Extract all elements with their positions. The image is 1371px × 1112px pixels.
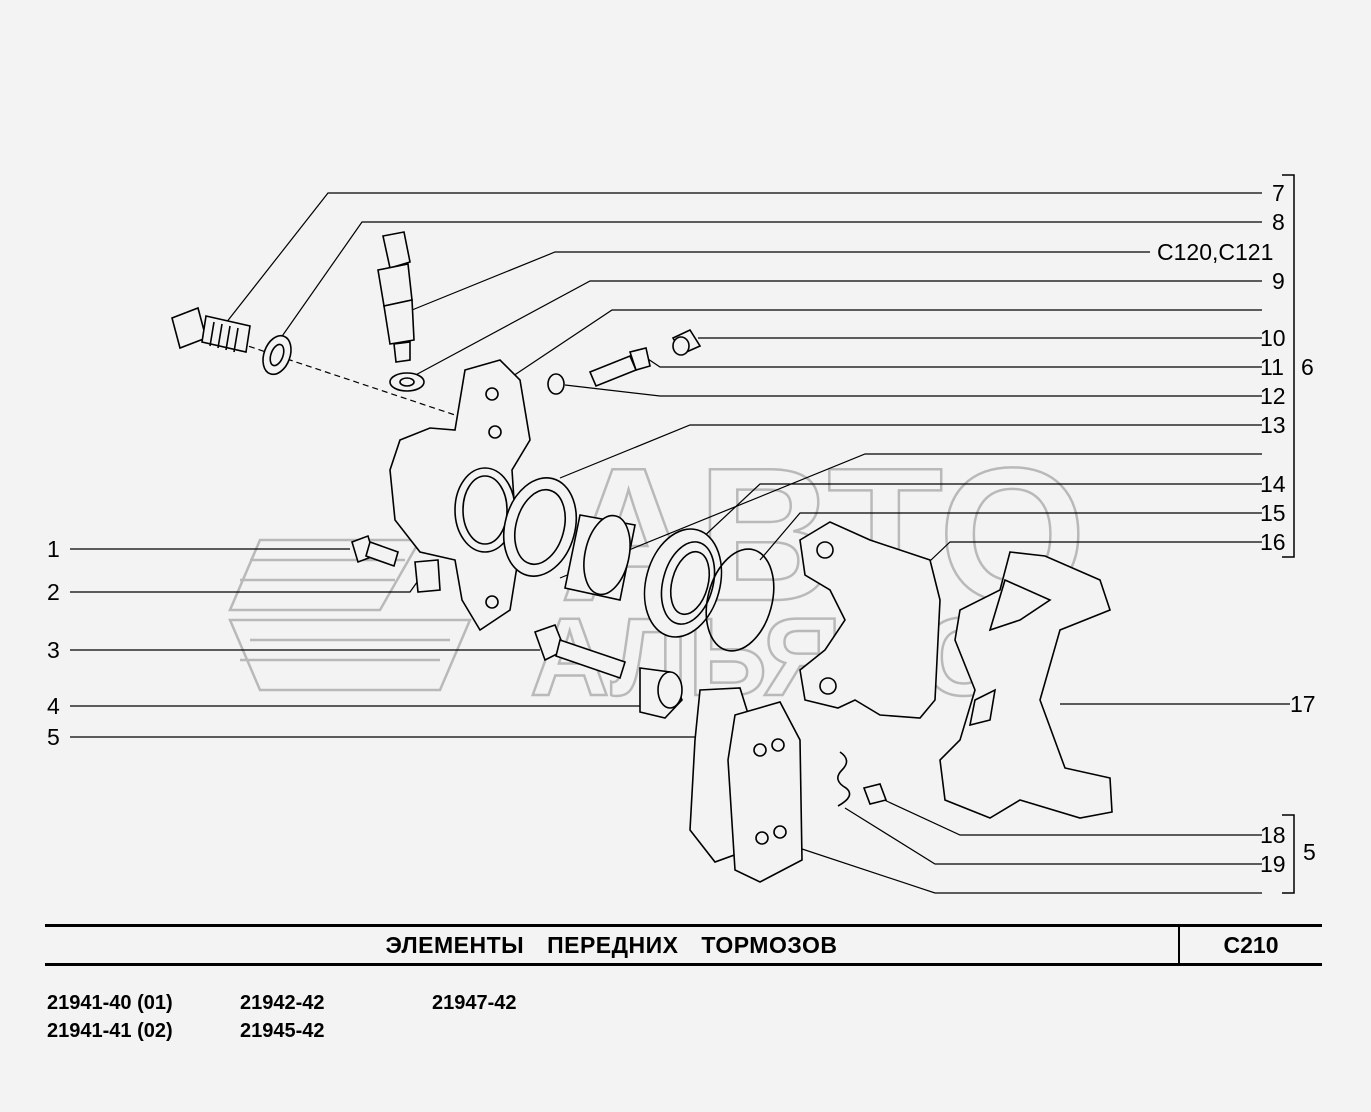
part-14-boot	[643, 528, 723, 638]
part-13-seal	[503, 477, 577, 577]
page-title: ЭЛЕМЕНТЫ ПЕРЕДНИХ ТОРМОЗОВ	[385, 931, 838, 958]
part-10-cap	[671, 328, 702, 356]
leader-15	[759, 512, 1262, 561]
part-12-cap	[547, 373, 565, 395]
callout-5: 5	[47, 724, 60, 750]
callout-14: 14	[1260, 471, 1286, 497]
callout-15: 15	[1260, 500, 1286, 526]
callouts-right: 7 8 C120,C121 9 10 11 12 13 14 15 16 6 1…	[1157, 180, 1316, 877]
part-6-caliper-body	[389, 359, 531, 632]
callout-12: 12	[1260, 383, 1286, 409]
callout-8: 8	[1272, 209, 1285, 235]
callout-ref: C120,C121	[1157, 239, 1273, 265]
parts	[171, 231, 1113, 883]
part-17-anchor	[939, 551, 1113, 819]
brake-exploded-diagram: АВТО АЛЬЯНС	[47, 174, 1316, 894]
part-11-bleeder	[588, 347, 651, 388]
model-code: 21942-42	[240, 992, 325, 1014]
part-18-screw	[862, 783, 888, 805]
callout-11: 11	[1260, 354, 1284, 380]
model-code: 21945-42	[240, 1020, 325, 1042]
bracket-6	[1282, 174, 1295, 558]
part-piston	[564, 514, 636, 601]
leader-19b	[789, 844, 1262, 894]
leader-11	[644, 356, 1262, 368]
leader-19	[844, 807, 1262, 865]
part-brake-hose-fitting	[377, 231, 415, 363]
callout-2: 2	[47, 579, 60, 605]
leader-13b	[559, 453, 1262, 579]
leader-lines	[70, 192, 1290, 894]
callout-9: 9	[1272, 268, 1285, 294]
part-2-plate	[414, 559, 441, 593]
callout-6: 6	[1301, 354, 1314, 380]
callout-7: 7	[1272, 180, 1285, 206]
leader-8	[277, 221, 1262, 343]
callout-3: 3	[47, 637, 60, 663]
leader-6-bar	[509, 309, 1262, 379]
callout-10: 10	[1260, 325, 1286, 351]
callouts-left: 1 2 3 4 5	[47, 536, 60, 750]
callout-1: 1	[47, 536, 60, 562]
model-code: 21947-42	[432, 992, 517, 1014]
callout-4: 4	[47, 693, 60, 719]
callout-5-group: 5	[1303, 839, 1316, 865]
callout-13: 13	[1260, 412, 1286, 438]
part-7-bleed-bolt	[171, 306, 251, 353]
model-code: 21941-40 (01)	[47, 992, 173, 1014]
callout-16: 16	[1260, 529, 1286, 555]
bracket-5	[1282, 814, 1295, 894]
part-1-bolt	[351, 534, 399, 568]
leader-14	[699, 483, 1262, 541]
leader-ref	[411, 251, 1150, 311]
part-5-brake-pads	[689, 687, 803, 883]
part-3-guide-pin	[533, 623, 626, 680]
part-15-ring	[705, 548, 775, 652]
title-divider	[1178, 927, 1180, 963]
callout-18: 18	[1260, 822, 1286, 848]
page-code: C210	[1223, 931, 1279, 958]
callout-17: 17	[1290, 691, 1316, 717]
leader-12	[564, 384, 1262, 397]
model-code: 21941-41 (02)	[47, 1020, 173, 1042]
leader-9	[409, 280, 1262, 379]
part-19-spring-clip	[837, 751, 851, 807]
leader-7	[221, 192, 1262, 329]
part-4-boot	[639, 667, 683, 719]
part-16-bracket	[799, 521, 941, 719]
leader-13	[559, 424, 1262, 479]
title-block: ЭЛЕМЕНТЫ ПЕРЕДНИХ ТОРМОЗОВ C210	[45, 924, 1322, 966]
leader-18	[879, 797, 1262, 836]
callout-19: 19	[1260, 851, 1286, 877]
group-brackets	[1282, 174, 1295, 894]
